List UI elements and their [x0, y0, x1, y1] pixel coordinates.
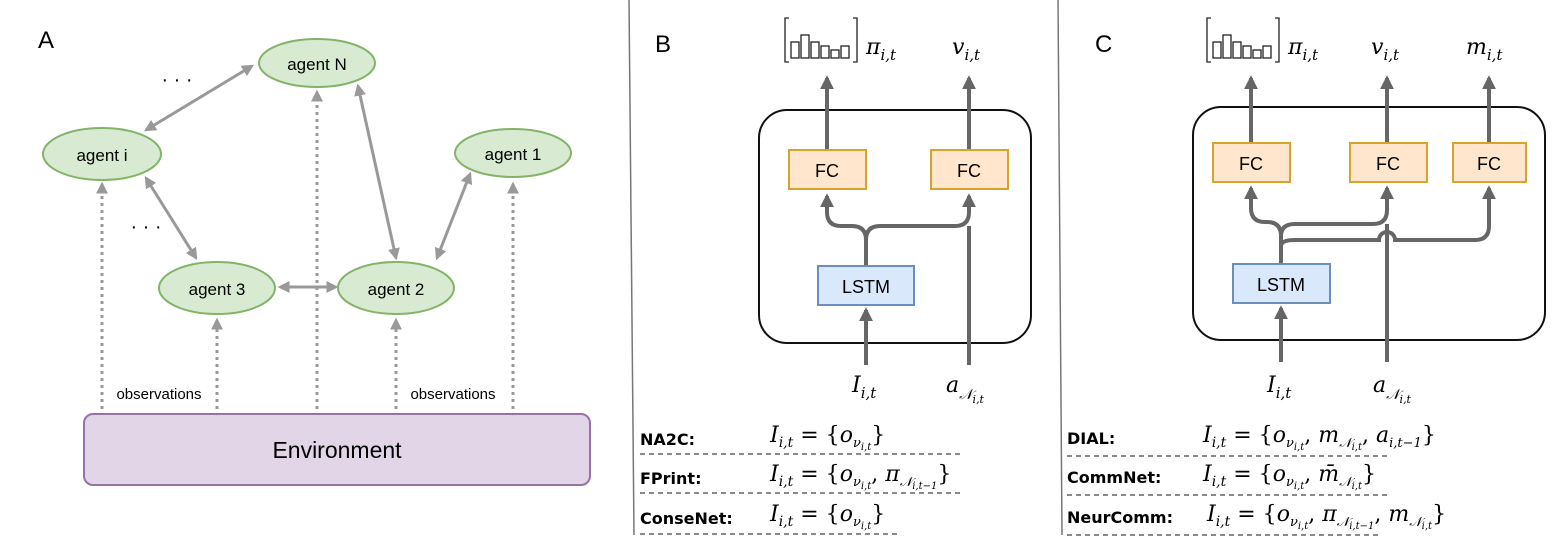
agent-n-node: [258, 38, 376, 88]
input-a-label-c: a𝒩i,t: [1373, 373, 1412, 406]
fc-label-c-mid: FC: [1376, 154, 1400, 174]
method-name-neurcomm: NeurComm:: [1067, 508, 1173, 527]
lstm-box-c: [1232, 263, 1331, 304]
input-I-label-c: Ii,t: [1266, 373, 1292, 402]
method-name-na2c: NA2C:: [640, 430, 695, 449]
edge-agent1-agent2: [434, 171, 473, 261]
edge-agentN-agent2: [354, 83, 400, 261]
method-formula-consenet: Ii,t = {oνi,t}: [769, 502, 885, 532]
method-table-b: NA2C: Ii,t = {oνi,t} FPrint: Ii,t = {oνi…: [640, 423, 960, 535]
panel-b: B πi,t vi,t FC FC LSTM I: [640, 17, 1032, 535]
method-formula-fprint: Ii,t = {oνi,t, π𝒩i,t−1}: [769, 462, 951, 492]
agent-n-label: agent N: [287, 55, 347, 74]
output-v-label-c: vi,t: [1371, 35, 1400, 64]
agent-1-label: agent 1: [485, 145, 542, 164]
panel-b-label: B: [655, 31, 671, 58]
lstm-to-fc-right: [864, 193, 976, 241]
fc-label-b-right: FC: [957, 161, 981, 181]
input-I-label-b: Ii,t: [851, 373, 877, 402]
network-box-b: [758, 109, 1032, 344]
method-name-dial: DIAL:: [1067, 429, 1115, 448]
method-formula-dial: Ii,t = {oνi,t, m𝒩i,t, ai,t−1}: [1202, 423, 1436, 453]
method-formula-neurcomm: Ii,t = {oνi,t, π𝒩i,t−1, m𝒩i,t}: [1206, 502, 1446, 532]
agent-2-label: agent 2: [368, 280, 425, 299]
agent-3-node: [158, 261, 276, 315]
lstm-label-b: LSTM: [842, 277, 890, 297]
lstm-to-fc-mid-c: [1279, 185, 1394, 237]
fc-box-b-right: [930, 149, 1009, 190]
network-box-c: [1192, 106, 1546, 341]
fc-box-c-mid: [1349, 142, 1428, 183]
agent-3-label: agent 3: [189, 280, 246, 299]
panel-a-label: A: [38, 27, 54, 54]
separator-ab: [628, 0, 635, 536]
policy-histogram-icon: [784, 17, 858, 63]
lstm-to-fc-left-c: [1244, 185, 1283, 264]
output-pi-label: πi,t: [865, 35, 897, 64]
environment-label: Environment: [272, 437, 402, 463]
policy-histogram-icon-c: [1206, 17, 1280, 63]
panel-c-label: C: [1095, 31, 1112, 58]
ellipsis-mid: · · ·: [130, 216, 161, 238]
fc-label-c-left: FC: [1239, 154, 1263, 174]
output-v-label: vi,t: [952, 35, 981, 64]
fc-box-b-left: [788, 149, 867, 190]
input-a-label-b: a𝒩i,t: [946, 373, 985, 406]
method-name-commnet: CommNet:: [1067, 468, 1161, 487]
obs-label-bg-right: [400, 383, 506, 405]
panel-c: C πi,t vi,t mi,t FC FC F: [1067, 17, 1546, 536]
fc-label-c-right: FC: [1477, 154, 1501, 174]
environment-box: [83, 413, 591, 486]
obs-label-bg-left: [106, 383, 212, 405]
observations-label-left: observations: [116, 386, 201, 403]
agent-1-node: [454, 128, 572, 178]
output-m-label-c: mi,t: [1466, 35, 1503, 64]
method-table-c: DIAL: Ii,t = {oνi,t, m𝒩i,t, ai,t−1} Comm…: [1067, 423, 1446, 536]
lstm-box-b: [817, 265, 915, 306]
fc-box-c-right: [1452, 142, 1527, 183]
agent-i-label: agent i: [76, 146, 127, 165]
panel-a: A Environment observations observations …: [38, 27, 591, 486]
lstm-label-c: LSTM: [1257, 275, 1305, 295]
edge-agentN-agenti: [143, 64, 255, 132]
ellipsis-top: · · ·: [161, 69, 192, 91]
fc-box-c-left: [1212, 142, 1291, 183]
agent-2-node: [337, 261, 455, 315]
method-name-consenet: ConseNet:: [640, 509, 733, 528]
method-formula-commnet: Ii,t = {oνi,t, m̄𝒩i,t}: [1202, 462, 1376, 492]
lstm-to-fc-left: [820, 193, 868, 266]
separator-bc: [1057, 0, 1063, 536]
method-formula-na2c: Ii,t = {oνi,t}: [769, 423, 885, 453]
agent-i-node: [42, 127, 162, 181]
edge-agenti-agent3: [144, 175, 198, 261]
observations-label-right: observations: [410, 386, 495, 403]
fc-label-b-left: FC: [815, 161, 839, 181]
output-pi-label-c: πi,t: [1287, 35, 1319, 64]
method-name-fprint: FPrint:: [640, 469, 701, 488]
